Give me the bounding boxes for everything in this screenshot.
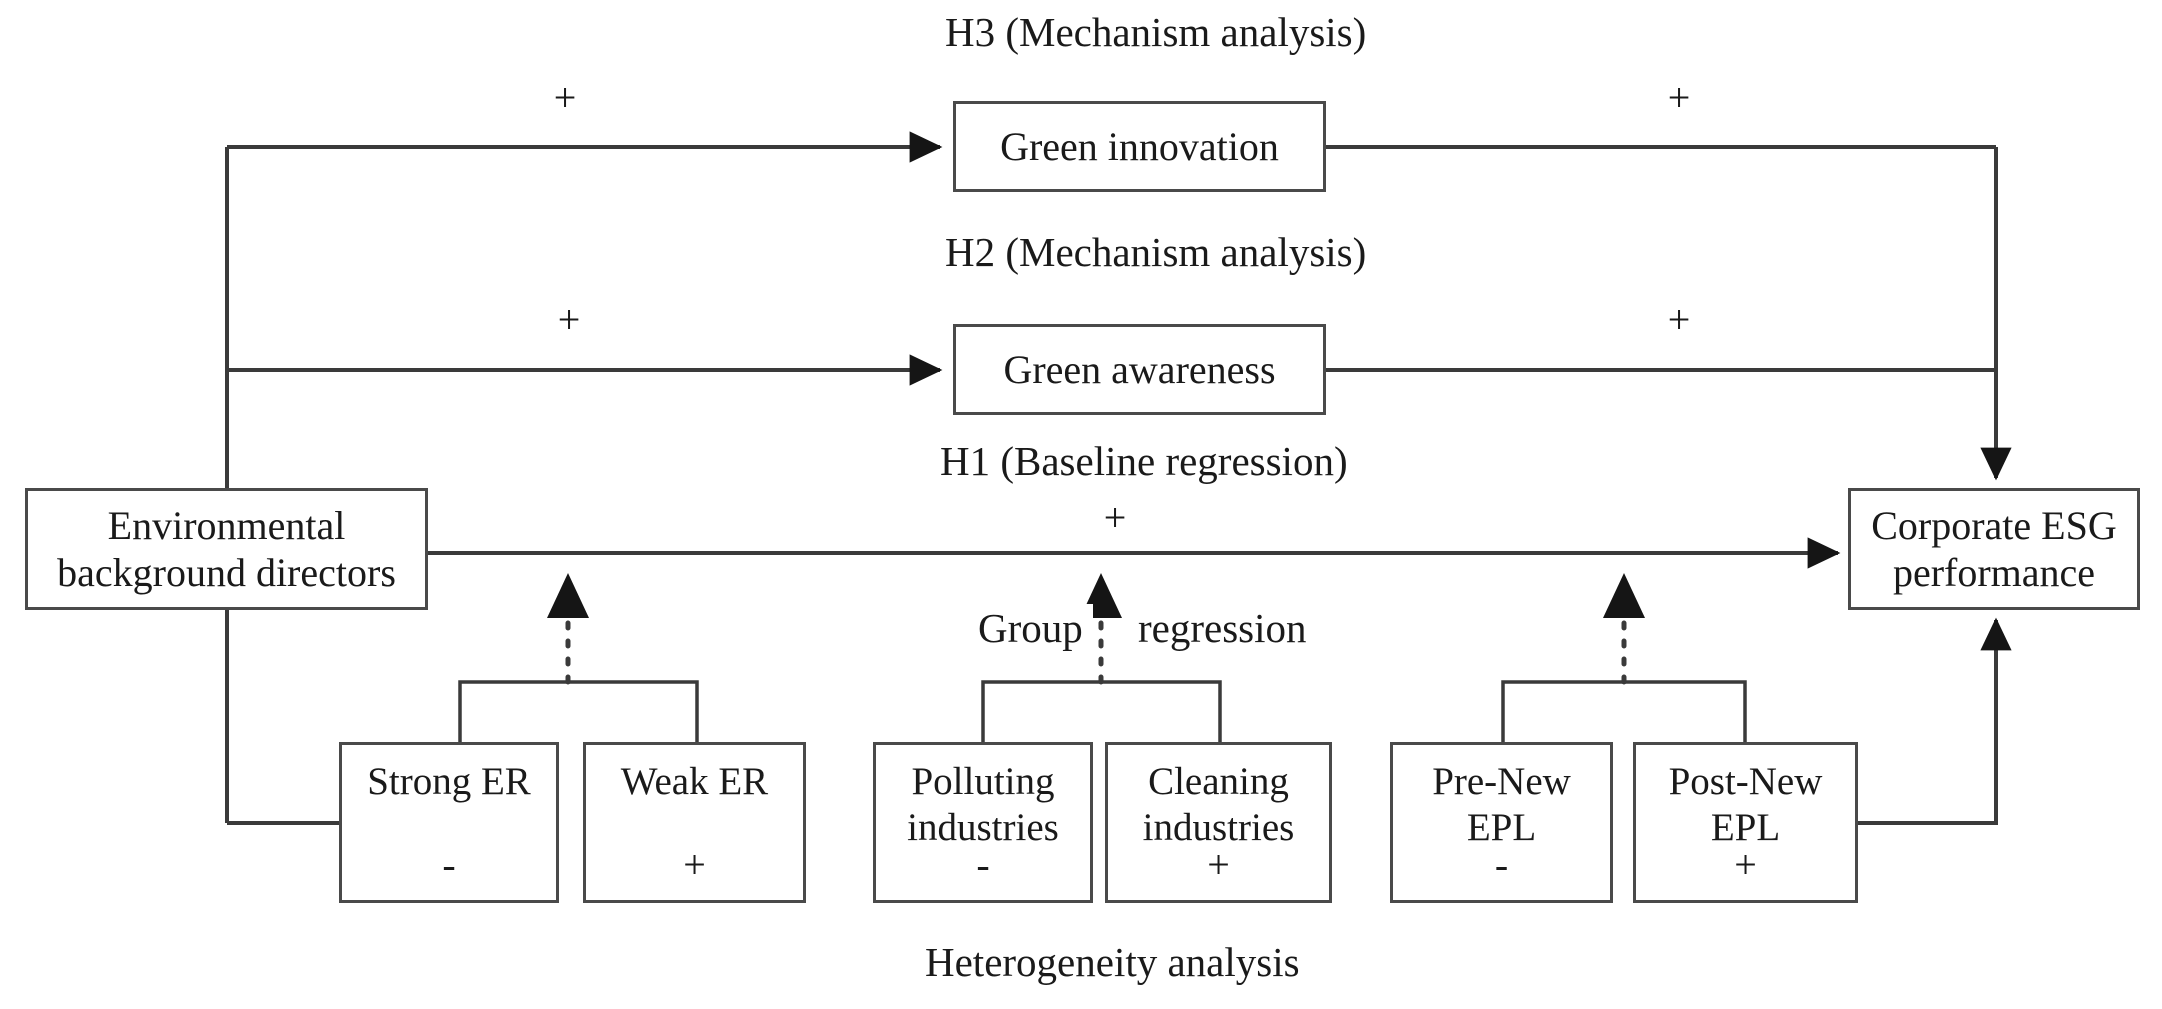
node-label: Pre-New EPL — [1432, 760, 1571, 850]
path-post-epl-to-esg — [1858, 617, 2012, 825]
node-label: Polluting industries — [907, 760, 1059, 850]
caption-h3: H3 (Mechanism analysis) — [945, 9, 1367, 55]
sign-green-awareness-to-esg: + — [1652, 300, 1706, 340]
node-sign: + — [1734, 841, 1757, 887]
caption-h2: H2 (Mechanism analysis) — [945, 229, 1367, 275]
sign-ebd-to-green-awareness: + — [542, 300, 596, 340]
node-green-awareness[interactable]: Green awareness — [953, 324, 1326, 415]
node-sign: + — [1207, 841, 1230, 887]
sign-ebd-to-esg-direct: + — [1088, 498, 1142, 538]
node-sign: + — [683, 841, 706, 887]
node-label: Weak ER — [620, 760, 769, 803]
caption-heterogeneity-analysis: Heterogeneity analysis — [925, 939, 1300, 985]
node-post-new-epl[interactable]: Post-New EPL + — [1633, 742, 1858, 903]
node-polluting-industries[interactable]: Polluting industries - — [873, 742, 1093, 903]
node-environmental-background-directors[interactable]: Environmental background directors — [25, 488, 428, 610]
caption-group-regression-right: regression — [1128, 604, 1317, 652]
node-weak-er[interactable]: Weak ER + — [583, 742, 806, 903]
node-strong-er[interactable]: Strong ER - — [339, 742, 559, 903]
node-corporate-esg-performance[interactable]: Corporate ESG performance — [1848, 488, 2140, 610]
node-sign: - — [976, 841, 990, 887]
node-label: Strong ER — [367, 760, 531, 803]
node-label: Post-New EPL — [1668, 760, 1823, 850]
caption-h1: H1 (Baseline regression) — [940, 438, 1348, 484]
node-sign: - — [1494, 841, 1509, 887]
bracket-epl — [1501, 680, 1747, 742]
node-label: Environmental background directors — [57, 502, 396, 595]
node-label: Green innovation — [1000, 123, 1279, 169]
sign-green-innovation-to-esg: + — [1652, 78, 1706, 118]
node-label: Corporate ESG performance — [1871, 502, 2117, 595]
caption-group-regression-left: Group — [968, 604, 1093, 652]
node-label: Cleaning industries — [1142, 760, 1295, 850]
node-sign: - — [442, 841, 456, 887]
node-cleaning-industries[interactable]: Cleaning industries + — [1105, 742, 1332, 903]
bracket-environmental-regulation — [458, 680, 699, 742]
node-pre-new-epl[interactable]: Pre-New EPL - — [1390, 742, 1613, 903]
node-green-innovation[interactable]: Green innovation — [953, 101, 1326, 192]
node-label: Green awareness — [1003, 346, 1276, 392]
sign-ebd-to-green-innovation: + — [538, 78, 592, 118]
bracket-industry-type — [981, 680, 1222, 742]
